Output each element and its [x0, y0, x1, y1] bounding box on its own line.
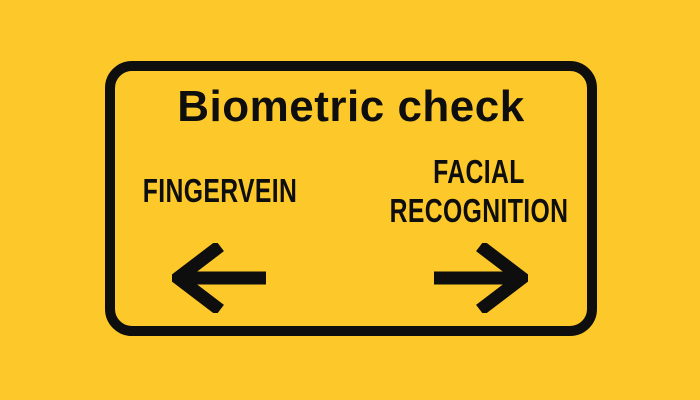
sign-title: Biometric check	[177, 82, 525, 131]
option-label-fingervein: FINGERVEIN	[142, 172, 298, 209]
option-label-facial-recognition: FACIAL RECOGNITION	[389, 153, 569, 229]
arrow-right-icon	[432, 243, 528, 313]
biometric-check-sign: Biometric check FINGERVEIN FACIAL RECOGN…	[105, 61, 597, 336]
arrow-left-icon	[172, 243, 268, 313]
